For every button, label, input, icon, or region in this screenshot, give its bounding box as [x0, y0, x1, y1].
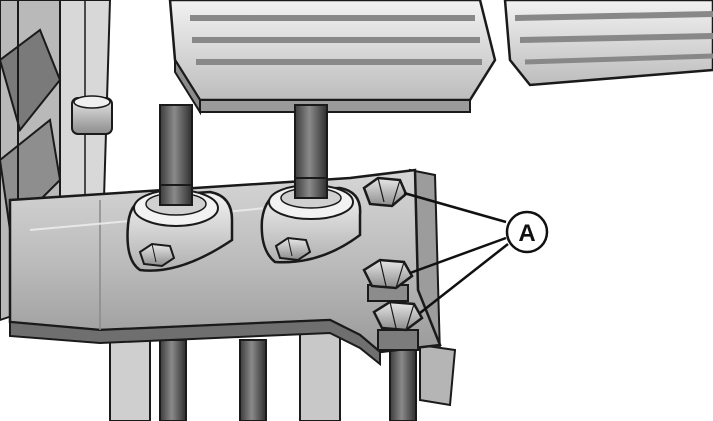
leader-line-middle [409, 236, 507, 275]
leader-line-bottom [419, 243, 509, 314]
callout-bolt-middle [362, 258, 414, 302]
pedal-right [503, 0, 713, 87]
boot-bolt-left [138, 242, 176, 268]
callout-leader-lines [403, 191, 509, 314]
callout-bolt-bottom [372, 300, 424, 351]
pedal-left [168, 0, 497, 116]
leader-line-top [403, 191, 507, 224]
callout-circle [505, 210, 549, 254]
callout-label: A [518, 220, 535, 247]
rod-boot-left [126, 184, 234, 272]
boot-bolt-right [274, 236, 312, 262]
callout-a: A [505, 210, 549, 254]
callout-bolt-top [362, 176, 408, 208]
